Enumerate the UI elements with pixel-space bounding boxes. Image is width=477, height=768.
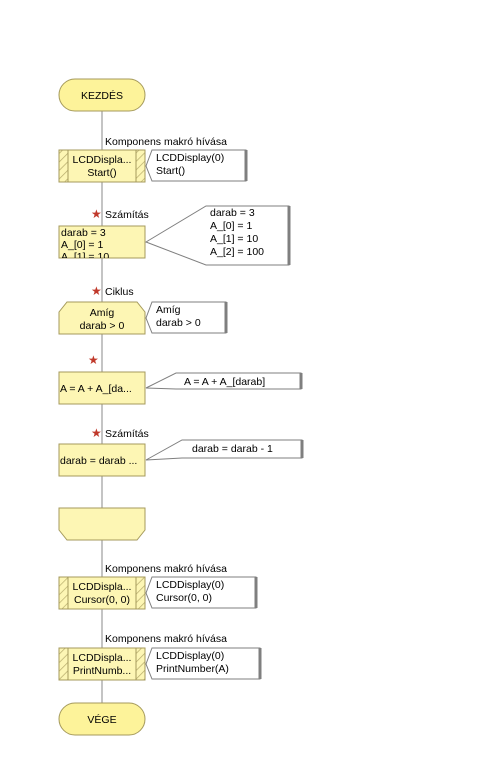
- block-line-2: Start(): [87, 167, 116, 179]
- note-line-2: darab > 0: [156, 317, 201, 329]
- block-line-2: PrintNumb...: [73, 665, 131, 677]
- note-line-1: A = A + A_[darab]: [184, 376, 265, 388]
- hatch-left: [58, 647, 69, 681]
- note-line-3: A_[1] = 10: [210, 233, 258, 245]
- hatch-right: [135, 149, 146, 183]
- loop-note: Amíg darab > 0: [145, 301, 228, 334]
- lcd-print-note: LCDDisplay(0) PrintNumber(A): [145, 647, 262, 680]
- breakpoint-marker: ★: [91, 426, 102, 440]
- block-line-1: darab = 3: [61, 227, 106, 239]
- start-label: KEZDÉS: [81, 89, 123, 102]
- lcd-print-block[interactable]: Komponens makró hívása LCDDispla... Prin…: [58, 633, 227, 681]
- block-line: A = A + A_[da...: [60, 383, 132, 395]
- block-caption: Ciklus: [105, 286, 134, 298]
- start-terminal[interactable]: KEZDÉS: [58, 78, 146, 112]
- lcd-start-block[interactable]: Komponens makró hívása LCDDispla... Star…: [58, 136, 227, 183]
- breakpoint-marker: ★: [91, 207, 102, 221]
- breakpoint-marker: ★: [91, 284, 102, 298]
- block-caption: Számítás: [105, 428, 149, 440]
- end-terminal[interactable]: VÉGE: [58, 702, 146, 736]
- note-line-1: darab = darab - 1: [192, 443, 273, 455]
- calc1-note: darab = 3 A_[0] = 1 A_[1] = 10 A_[2] = 1…: [144, 205, 291, 266]
- hatch-right: [135, 647, 146, 681]
- note-line-4: A_[2] = 100: [210, 246, 264, 258]
- block-line-2: darab > 0: [80, 320, 125, 332]
- note-line-1: LCDDisplay(0): [156, 152, 224, 164]
- lcd-cursor-note: LCDDisplay(0) Cursor(0, 0): [145, 576, 258, 609]
- loop-start-block[interactable]: ★ Ciklus Amíg darab > 0: [58, 284, 146, 335]
- note-line-1: LCDDisplay(0): [156, 579, 224, 591]
- note-line-2: Cursor(0, 0): [156, 592, 212, 604]
- block-line: darab = darab ...: [60, 455, 137, 467]
- hatch-right: [135, 576, 146, 610]
- block-caption: Számítás: [105, 209, 149, 221]
- block-line-2: A_[0] = 1: [61, 239, 103, 251]
- note-line-1: Amíg: [156, 304, 181, 316]
- breakpoint-marker: ★: [88, 353, 99, 367]
- calc2-note: A = A + A_[darab]: [145, 372, 303, 390]
- block-line-1: LCDDispla...: [73, 652, 132, 664]
- note-line-2: PrintNumber(A): [156, 663, 229, 675]
- calc1-block[interactable]: ★ Számítás darab = 3 A_[0] = 1 A_[1] = 1…: [58, 207, 149, 263]
- block-caption: Komponens makró hívása: [105, 633, 227, 645]
- block-line-2: Cursor(0, 0): [74, 594, 130, 606]
- note-line-2: A_[0] = 1: [210, 220, 252, 232]
- block-line-1: LCDDispla...: [73, 154, 132, 166]
- lcd-cursor-block[interactable]: Komponens makró hívása LCDDispla... Curs…: [58, 563, 227, 610]
- calc2-block[interactable]: ★ A = A + A_[da...: [58, 353, 146, 405]
- hatch-left: [58, 576, 69, 610]
- block-caption: Komponens makró hívása: [105, 563, 227, 575]
- loop-end-block[interactable]: [58, 507, 146, 541]
- note-line-1: darab = 3: [210, 207, 255, 219]
- calc3-block[interactable]: ★ Számítás darab = darab ...: [58, 426, 149, 477]
- lcd-start-note: LCDDisplay(0) Start(): [145, 149, 248, 182]
- note-line-2: Start(): [156, 165, 185, 177]
- block-caption: Komponens makró hívása: [105, 136, 227, 148]
- block-line-3: A_[1] = 10: [61, 251, 109, 263]
- end-label: VÉGE: [87, 713, 116, 726]
- block-line-1: LCDDispla...: [73, 581, 132, 593]
- calc3-note: darab = darab - 1: [145, 439, 304, 461]
- block-line-1: Amíg: [90, 307, 115, 319]
- note-line-1: LCDDisplay(0): [156, 650, 224, 662]
- hatch-left: [58, 149, 69, 183]
